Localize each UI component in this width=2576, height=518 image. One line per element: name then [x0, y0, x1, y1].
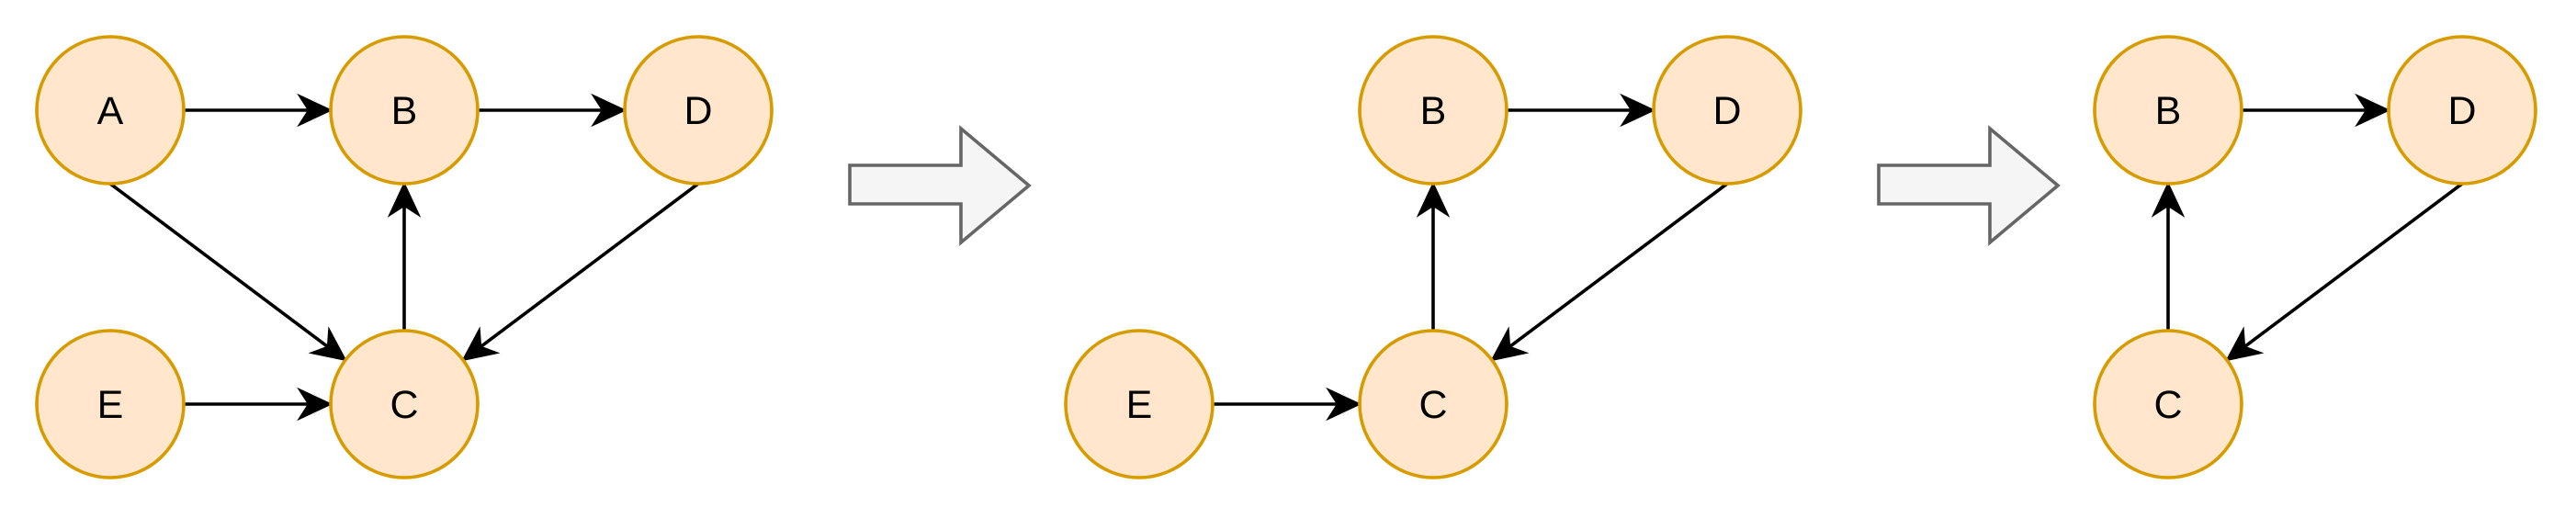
node-circle	[1064, 329, 1215, 479]
node-label: C	[2153, 383, 2182, 427]
edge-e-c	[1213, 387, 1362, 422]
node-circle	[2093, 329, 2243, 479]
node-c: C	[329, 329, 480, 479]
edge-d-c	[1490, 182, 1729, 362]
node-label: B	[391, 89, 418, 133]
edge-c-b	[2151, 181, 2186, 331]
edge-line	[2243, 182, 2464, 349]
node-d: D	[623, 35, 774, 186]
node-circle	[2093, 35, 2243, 186]
arrowhead	[1416, 181, 1451, 218]
node-label: A	[97, 89, 124, 133]
node-a: A	[35, 35, 186, 186]
arrowhead	[308, 326, 347, 362]
arrowhead	[1490, 326, 1530, 362]
node-circle	[329, 329, 480, 479]
node-circle	[1358, 35, 1508, 186]
node-circle	[35, 329, 186, 479]
edge-line	[479, 182, 700, 349]
node-c: C	[1358, 329, 1508, 479]
node-circle	[1652, 35, 1802, 186]
arrowhead	[1326, 387, 1362, 422]
edge-d-c	[461, 182, 700, 362]
edge-line	[108, 182, 330, 349]
edge-e-c	[184, 387, 333, 422]
arrowhead	[2151, 181, 2186, 218]
arrowhead	[461, 326, 501, 362]
arrowhead	[297, 93, 333, 128]
transition-arrow	[848, 125, 1032, 246]
node-d: D	[1652, 35, 1802, 186]
node-label: D	[1712, 89, 1741, 133]
node-label: B	[2155, 89, 2182, 133]
arrowhead	[591, 93, 627, 128]
edge-c-b	[387, 181, 422, 331]
edge-d-c	[2225, 182, 2464, 362]
arrowhead	[2355, 93, 2391, 128]
edge-a-b	[184, 93, 333, 128]
node-c: C	[2093, 329, 2243, 479]
edge-c-b	[1416, 181, 1451, 331]
node-label: D	[2447, 89, 2476, 133]
edge-a-c	[108, 182, 347, 362]
node-circle	[1358, 329, 1508, 479]
node-d: D	[2387, 35, 2537, 186]
arrowhead	[297, 387, 333, 422]
node-e: E	[1064, 329, 1215, 479]
node-circle	[35, 35, 186, 186]
node-label: C	[390, 383, 418, 427]
node-label: E	[97, 383, 124, 427]
arrowhead	[2225, 326, 2265, 362]
node-circle	[329, 35, 480, 186]
node-label: E	[1126, 383, 1153, 427]
node-e: E	[35, 329, 186, 479]
arrowhead	[1620, 93, 1656, 128]
node-circle	[2387, 35, 2537, 186]
transition-arrow	[1877, 125, 2061, 246]
node-label: B	[1420, 89, 1447, 133]
node-circle	[623, 35, 774, 186]
node-b: B	[2093, 35, 2243, 186]
node-label: C	[1418, 383, 1447, 427]
node-label: D	[684, 89, 712, 133]
edge-b-d	[478, 93, 627, 128]
edge-b-d	[1507, 93, 1656, 128]
node-b: B	[1358, 35, 1508, 186]
arrowhead	[387, 181, 422, 218]
edge-b-d	[2242, 93, 2391, 128]
edge-line	[1508, 182, 1729, 349]
node-b: B	[329, 35, 480, 186]
